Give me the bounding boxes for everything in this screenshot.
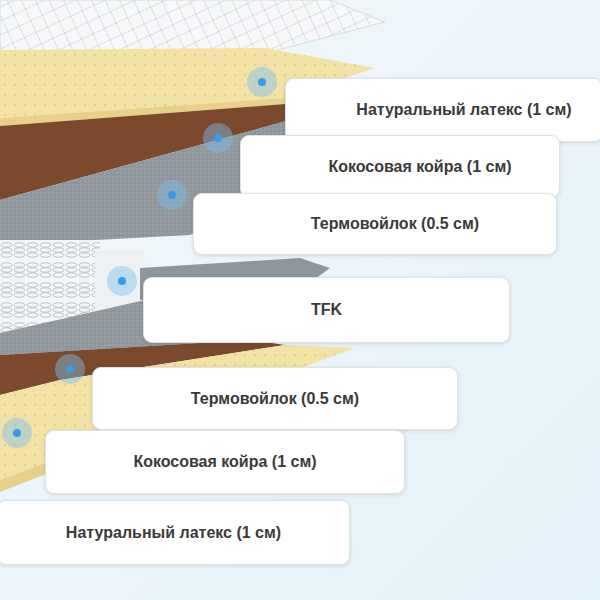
callout-box: Натуральный латекс (1 см) [285, 78, 600, 142]
callout-box: Термовойлок (0.5 см) [193, 193, 557, 255]
layer-label: Термовойлок (0.5 см) [311, 215, 479, 233]
callout-box: TFK [143, 277, 510, 343]
callout-box: Кокосовая койра (1 см) [45, 430, 405, 494]
layer-label: Кокосовая койра (1 см) [328, 158, 511, 176]
layer-label: TFK [311, 301, 342, 319]
layer-label: Натуральный латекс (1 см) [356, 101, 571, 119]
layer-label: Натуральный латекс (1 см) [66, 524, 281, 542]
callout-box: Термовойлок (0.5 см) [92, 367, 458, 430]
layer-label: Термовойлок (0.5 см) [191, 390, 359, 408]
callout-box: Кокосовая койра (1 см) [240, 135, 560, 198]
callout-box: Натуральный латекс (1 см) [0, 500, 350, 565]
layer-label: Кокосовая койра (1 см) [133, 453, 316, 471]
